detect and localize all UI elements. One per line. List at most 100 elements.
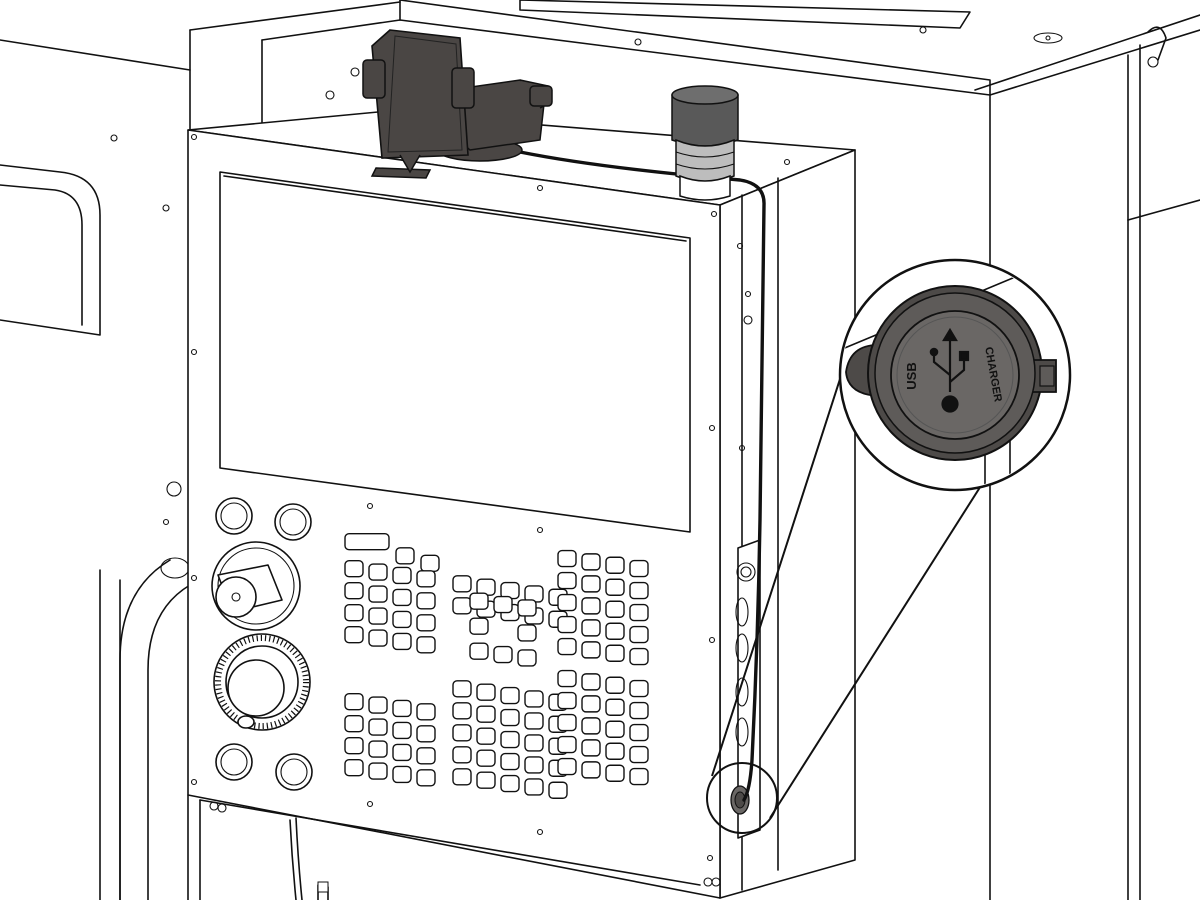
keypad-key bbox=[605, 556, 625, 574]
keypad-jog-key bbox=[493, 645, 513, 664]
keypad-key bbox=[344, 715, 364, 733]
keypad-key bbox=[368, 696, 388, 714]
keypad-key bbox=[605, 764, 625, 782]
stack-light-beacon bbox=[671, 85, 739, 201]
keypad-key bbox=[629, 679, 649, 698]
usb-port-face bbox=[890, 310, 1020, 440]
keypad-key bbox=[629, 647, 649, 666]
keypad-key bbox=[629, 723, 649, 742]
keypad-key bbox=[557, 691, 577, 710]
keypad-key bbox=[392, 566, 412, 585]
keypad-key bbox=[452, 724, 472, 742]
charging-cable bbox=[518, 150, 766, 802]
keypad-key bbox=[557, 637, 577, 656]
lower-cabinet bbox=[187, 794, 721, 900]
keypad-key bbox=[605, 676, 625, 694]
keypad-key bbox=[392, 632, 412, 651]
keypad-key bbox=[557, 571, 577, 590]
keypad-key bbox=[557, 593, 577, 612]
keypad-jog-key bbox=[517, 649, 537, 667]
keypad-key bbox=[605, 698, 625, 716]
usb-charger-callout: USB CHARGER bbox=[838, 258, 1072, 492]
keypad-key bbox=[557, 549, 577, 568]
keypad-key bbox=[581, 597, 601, 615]
keypad-key bbox=[524, 690, 544, 708]
usb-label: USB bbox=[904, 362, 919, 389]
keypad-key bbox=[524, 734, 544, 752]
keypad-key bbox=[605, 742, 625, 760]
keypad-key bbox=[395, 547, 415, 565]
side-connector-strip bbox=[706, 539, 778, 839]
callout-leader-lower bbox=[769, 439, 1011, 819]
keypad-key bbox=[500, 752, 520, 771]
keypad-key bbox=[581, 575, 601, 593]
keypad-key bbox=[557, 615, 577, 634]
keypad-key bbox=[629, 603, 649, 622]
keypad-key bbox=[605, 622, 625, 640]
left-controls bbox=[211, 497, 313, 791]
keypad-jog-key bbox=[517, 599, 537, 617]
keypad-jog-key bbox=[469, 642, 489, 660]
keypad-key bbox=[524, 712, 544, 730]
keypad-key bbox=[548, 781, 568, 799]
keypad-key bbox=[629, 767, 649, 786]
keypad-key bbox=[629, 701, 649, 720]
keypad-key bbox=[500, 686, 520, 705]
callout-origin-ring bbox=[706, 762, 778, 834]
keypad-key bbox=[416, 636, 436, 654]
keypad-key bbox=[416, 570, 436, 588]
keypad-key bbox=[416, 769, 436, 787]
keypad-key bbox=[581, 695, 601, 713]
keypad-key bbox=[368, 762, 388, 780]
keypad-key bbox=[368, 740, 388, 758]
keypad-key bbox=[605, 600, 625, 618]
keypad-key bbox=[605, 644, 625, 662]
keypad-key bbox=[368, 585, 388, 603]
keypad-key bbox=[581, 717, 601, 735]
keypad-key bbox=[629, 625, 649, 644]
keypad-key bbox=[476, 683, 496, 701]
usb-symbol-icon bbox=[929, 327, 970, 413]
keypad-key bbox=[452, 768, 472, 786]
keypad-key bbox=[581, 553, 601, 571]
keypad-key bbox=[500, 774, 520, 793]
keypad-key bbox=[557, 757, 577, 776]
keypad-key bbox=[581, 641, 601, 659]
keypad-key bbox=[629, 559, 649, 578]
keypad-key bbox=[368, 629, 388, 647]
keypad bbox=[344, 533, 649, 799]
keypad-key bbox=[557, 669, 577, 688]
keypad-key bbox=[557, 713, 577, 732]
keypad-key bbox=[344, 582, 364, 600]
keypad-key bbox=[416, 614, 436, 632]
keypad-key bbox=[500, 730, 520, 749]
keypad-key bbox=[476, 727, 496, 745]
keypad-key bbox=[344, 560, 364, 578]
keypad-key bbox=[420, 554, 440, 573]
keypad-key bbox=[605, 720, 625, 738]
jog-dial-handwheel bbox=[213, 633, 311, 731]
keypad-key bbox=[452, 575, 472, 593]
keypad-key bbox=[581, 673, 601, 691]
keypad-key bbox=[605, 578, 625, 596]
keypad-key bbox=[344, 626, 364, 644]
keypad-key bbox=[344, 604, 364, 622]
keypad-jog-key bbox=[517, 624, 537, 642]
keypad-key bbox=[416, 725, 436, 743]
keypad-key bbox=[392, 765, 412, 784]
keypad-key bbox=[476, 771, 496, 789]
keypad-key bbox=[452, 702, 472, 720]
keypad-key bbox=[392, 610, 412, 629]
keypad-key bbox=[629, 581, 649, 600]
keypad-key bbox=[476, 749, 496, 767]
keypad-jog-key bbox=[469, 617, 489, 635]
keypad-key bbox=[452, 597, 472, 615]
keypad-key bbox=[452, 680, 472, 698]
keypad-jog-key bbox=[493, 595, 513, 614]
keypad-jog-key bbox=[469, 592, 489, 610]
keypad-key bbox=[452, 746, 472, 764]
keypad-key bbox=[344, 693, 364, 711]
